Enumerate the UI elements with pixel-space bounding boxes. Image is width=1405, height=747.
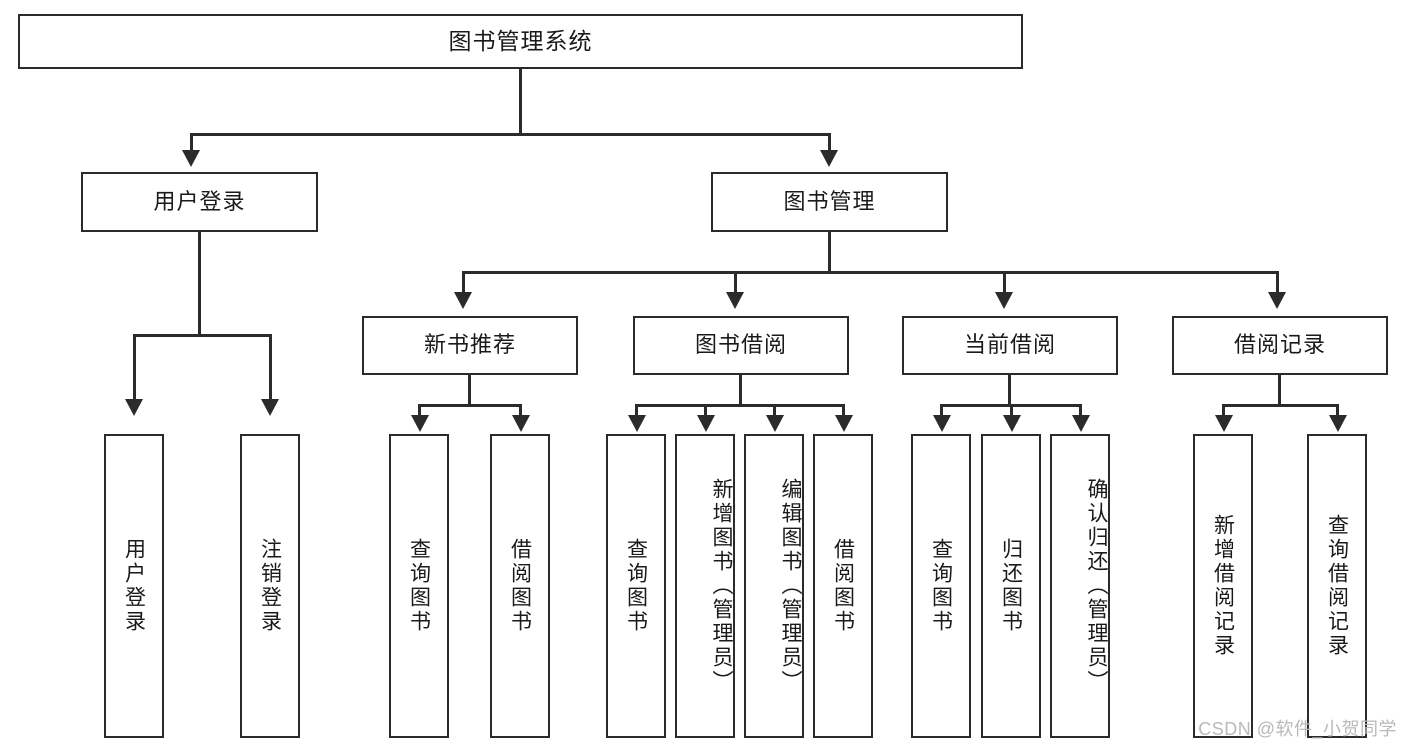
connector-user-login-stem xyxy=(198,232,201,336)
arrow-icon-to-leaf-logout xyxy=(261,399,279,416)
node-book-management[interactable]: 图书管理 xyxy=(711,172,948,232)
leaf-borrow-book[interactable]: 借阅图书 xyxy=(813,434,873,738)
arrow-icon-to-user-login xyxy=(182,150,200,167)
node-label: 借阅记录 xyxy=(1233,332,1326,358)
node-label: 借阅图书 xyxy=(508,538,532,634)
node-label: 归还图书 xyxy=(999,538,1023,634)
arrow-icon-to-leaf-borrow-book-1 xyxy=(512,415,530,432)
connector-level3-bar xyxy=(462,271,1279,274)
connector-new-book-drop-1 xyxy=(418,404,421,418)
connector-level2-drop-user-login xyxy=(190,133,193,153)
node-label: 查询图书 xyxy=(407,538,431,634)
node-label: 借阅图书 xyxy=(831,538,855,634)
leaf-borrow-book-new-recommend[interactable]: 借阅图书 xyxy=(490,434,550,738)
connector-book-borrow-drop-2 xyxy=(704,404,707,418)
leaf-edit-book-admin[interactable]: 编辑图书（管理员） xyxy=(744,434,804,738)
arrow-icon-to-leaf-edit-book xyxy=(766,415,784,432)
connector-current-borrow-drop-1 xyxy=(940,404,943,418)
connector-book-borrow-drop-3 xyxy=(773,404,776,418)
leaf-confirm-return-admin[interactable]: 确认归还（管理员） xyxy=(1050,434,1110,738)
leaf-user-login[interactable]: 用户登录 xyxy=(104,434,164,738)
connector-book-borrow-stem xyxy=(739,375,742,406)
arrow-icon-to-current-borrow xyxy=(995,292,1013,309)
connector-level2-bar xyxy=(190,133,831,136)
arrow-icon-to-borrow-records xyxy=(1268,292,1286,309)
node-label: 用户登录 xyxy=(153,188,246,214)
node-current-borrow[interactable]: 当前借阅 xyxy=(902,316,1118,375)
arrow-icon-to-book-management xyxy=(820,150,838,167)
connector-user-login-drop-2 xyxy=(269,334,272,402)
connector-current-borrow-drop-2 xyxy=(1010,404,1013,418)
node-label: 新增图书（管理员） xyxy=(710,478,733,694)
leaf-add-book-admin[interactable]: 新增图书（管理员） xyxy=(675,434,735,738)
leaf-query-book-new-recommend[interactable]: 查询图书 xyxy=(389,434,449,738)
node-user-login[interactable]: 用户登录 xyxy=(81,172,318,232)
node-label: 图书借阅 xyxy=(694,332,787,358)
node-root-book-management-system[interactable]: 图书管理系统 xyxy=(18,14,1023,69)
connector-current-borrow-drop-3 xyxy=(1079,404,1082,418)
leaf-logout[interactable]: 注销登录 xyxy=(240,434,300,738)
node-book-borrow[interactable]: 图书借阅 xyxy=(633,316,849,375)
connector-level3-drop-3 xyxy=(1003,271,1006,296)
connector-level3-drop-2 xyxy=(734,271,737,296)
connector-borrow-records-stem xyxy=(1278,375,1281,406)
connector-root-stem xyxy=(519,69,522,133)
arrow-icon-to-leaf-confirm-return xyxy=(1072,415,1090,432)
connector-book-borrow-bar xyxy=(635,404,845,407)
arrow-icon-to-leaf-query-book-3 xyxy=(933,415,951,432)
leaf-add-borrow-record[interactable]: 新增借阅记录 xyxy=(1193,434,1253,738)
node-borrow-records[interactable]: 借阅记录 xyxy=(1172,316,1388,375)
arrow-icon-to-leaf-add-book xyxy=(697,415,715,432)
connector-current-borrow-stem xyxy=(1008,375,1011,406)
connector-level3-drop-4 xyxy=(1276,271,1279,296)
arrow-icon-to-leaf-query-record xyxy=(1329,415,1347,432)
node-label: 查询图书 xyxy=(624,538,648,634)
node-new-book-recommend[interactable]: 新书推荐 xyxy=(362,316,578,375)
connector-user-login-drop-1 xyxy=(133,334,136,402)
node-label: 用户登录 xyxy=(122,538,146,634)
node-label: 查询图书 xyxy=(929,538,953,634)
node-label: 图书管理 xyxy=(783,188,876,214)
node-label: 注销登录 xyxy=(258,538,282,634)
connector-user-login-bar xyxy=(133,334,272,337)
connector-level3-drop-1 xyxy=(462,271,465,296)
leaf-query-book-current[interactable]: 查询图书 xyxy=(911,434,971,738)
leaf-query-borrow-record[interactable]: 查询借阅记录 xyxy=(1307,434,1367,738)
arrow-icon-to-leaf-query-book-1 xyxy=(411,415,429,432)
connector-book-management-stem xyxy=(828,232,831,274)
connector-borrow-records-drop-2 xyxy=(1336,404,1339,418)
leaf-return-book[interactable]: 归还图书 xyxy=(981,434,1041,738)
connector-new-book-bar xyxy=(418,404,522,407)
arrow-icon-to-book-borrow xyxy=(726,292,744,309)
leaf-query-book-borrow[interactable]: 查询图书 xyxy=(606,434,666,738)
connector-borrow-records-drop-1 xyxy=(1222,404,1225,418)
node-label: 查询借阅记录 xyxy=(1325,514,1349,658)
arrow-icon-to-new-book-recommend xyxy=(454,292,472,309)
node-label: 确认归还（管理员） xyxy=(1085,478,1108,694)
arrow-icon-to-leaf-user-login xyxy=(125,399,143,416)
node-label: 图书管理系统 xyxy=(448,27,593,54)
arrow-icon-to-leaf-query-book-2 xyxy=(628,415,646,432)
node-label: 编辑图书（管理员） xyxy=(779,478,802,694)
connector-borrow-records-bar xyxy=(1222,404,1339,407)
connector-new-book-drop-2 xyxy=(519,404,522,418)
arrow-icon-to-leaf-return-book xyxy=(1003,415,1021,432)
node-label: 新书推荐 xyxy=(423,332,516,358)
arrow-icon-to-leaf-borrow-book-2 xyxy=(835,415,853,432)
node-label: 当前借阅 xyxy=(963,332,1056,358)
node-label: 新增借阅记录 xyxy=(1211,514,1235,658)
connector-new-book-stem xyxy=(468,375,471,406)
connector-level2-drop-book-management xyxy=(828,133,831,153)
connector-book-borrow-drop-1 xyxy=(635,404,638,418)
arrow-icon-to-leaf-add-record xyxy=(1215,415,1233,432)
connector-book-borrow-drop-4 xyxy=(842,404,845,418)
